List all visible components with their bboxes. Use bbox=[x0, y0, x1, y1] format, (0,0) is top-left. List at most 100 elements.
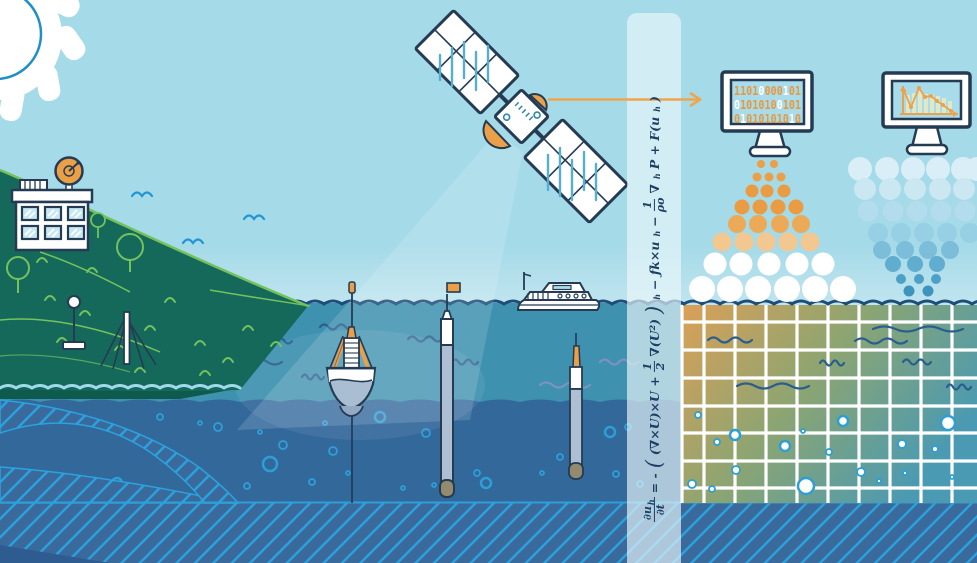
data-dot bbox=[760, 184, 774, 198]
data-dot bbox=[756, 232, 776, 252]
antenna-dish-icon bbox=[528, 93, 548, 112]
wave-squiggle bbox=[818, 359, 846, 367]
chart-point bbox=[941, 103, 945, 107]
bubble bbox=[825, 448, 833, 456]
data-dot bbox=[953, 178, 975, 200]
data-dot bbox=[734, 232, 754, 252]
data-dot bbox=[729, 252, 753, 276]
data-dot bbox=[885, 256, 901, 272]
wave-squiggle bbox=[853, 337, 909, 345]
bubble bbox=[876, 478, 882, 484]
bubble bbox=[556, 453, 564, 461]
wave-squiggle bbox=[735, 382, 811, 390]
antenna-dish-icon bbox=[482, 119, 512, 150]
bubble bbox=[796, 476, 816, 496]
data-dot bbox=[745, 184, 759, 198]
data-dot bbox=[717, 276, 743, 302]
data-dot bbox=[777, 184, 791, 198]
bubble bbox=[156, 413, 164, 421]
window bbox=[43, 205, 63, 222]
data-dot bbox=[749, 215, 767, 233]
data-dot bbox=[919, 241, 937, 259]
bush-icon bbox=[79, 310, 91, 316]
weather-mast bbox=[100, 311, 157, 370]
bubble bbox=[257, 429, 263, 435]
bubble bbox=[243, 482, 251, 490]
argo-float-deep bbox=[568, 333, 584, 480]
bubble bbox=[728, 428, 742, 442]
bubble bbox=[322, 420, 328, 426]
data-dot bbox=[771, 215, 789, 233]
data-dot bbox=[903, 285, 915, 297]
data-dot bbox=[879, 178, 901, 200]
data-dot bbox=[930, 200, 952, 222]
equation-bar bbox=[627, 13, 681, 563]
binary-row: 01010100101 bbox=[734, 97, 801, 112]
bush-icon bbox=[44, 295, 56, 301]
solar-panel bbox=[523, 118, 629, 224]
data-dot bbox=[728, 215, 746, 233]
bubble bbox=[836, 414, 850, 428]
sun-icon bbox=[0, 0, 86, 122]
bubble bbox=[278, 440, 288, 450]
wave-squiggle bbox=[706, 336, 754, 344]
data-dot bbox=[770, 160, 778, 168]
seafloor bbox=[0, 399, 977, 563]
chart-point bbox=[909, 105, 913, 109]
data-dot bbox=[802, 276, 828, 302]
chart-point bbox=[935, 99, 939, 103]
data-dot bbox=[907, 256, 923, 272]
bubble bbox=[800, 428, 806, 434]
shore-foam bbox=[0, 384, 242, 390]
wave-squiggle bbox=[871, 325, 965, 333]
bubble bbox=[479, 476, 493, 490]
bubble bbox=[308, 478, 316, 486]
data-dot bbox=[830, 276, 856, 302]
bush-icon bbox=[242, 325, 254, 331]
satellite-body bbox=[493, 88, 550, 145]
data-dot bbox=[954, 200, 976, 222]
bush-icon bbox=[194, 340, 206, 346]
data-dot bbox=[800, 232, 820, 252]
bush-icon bbox=[199, 370, 211, 376]
data-dot bbox=[854, 178, 876, 200]
bubble bbox=[400, 485, 406, 491]
bush-icon bbox=[164, 297, 176, 303]
chart-bar bbox=[918, 91, 922, 114]
data-stream-satellite bbox=[689, 160, 856, 302]
window bbox=[20, 224, 40, 241]
chart-point bbox=[923, 95, 927, 99]
observatory-building bbox=[10, 156, 94, 252]
data-dot bbox=[965, 157, 977, 181]
data-dot bbox=[757, 160, 765, 168]
bubble bbox=[431, 482, 437, 488]
birds bbox=[130, 191, 266, 245]
bubble bbox=[473, 469, 481, 477]
data-dot bbox=[689, 276, 715, 302]
data-dot bbox=[929, 256, 945, 272]
chart-bar bbox=[948, 101, 952, 114]
data-dot bbox=[896, 241, 914, 259]
roof-vent bbox=[19, 179, 48, 191]
chart-bar bbox=[930, 94, 934, 114]
chart-monitor bbox=[881, 71, 972, 156]
building-windows bbox=[20, 205, 86, 241]
chart-bar bbox=[906, 95, 910, 114]
data-dot bbox=[914, 274, 924, 284]
bubble bbox=[708, 485, 716, 493]
research-vessel bbox=[516, 272, 601, 311]
chart-point bbox=[917, 86, 921, 90]
data-transfer-arrow-icon bbox=[547, 92, 702, 107]
data-dot bbox=[792, 215, 810, 233]
data-dot bbox=[906, 200, 928, 222]
bush-icon bbox=[36, 257, 48, 263]
window bbox=[66, 205, 86, 222]
data-dot bbox=[776, 172, 786, 182]
data-dot bbox=[882, 200, 904, 222]
data-dot bbox=[960, 223, 977, 243]
panel-cell-lines bbox=[438, 40, 598, 202]
chart-bar bbox=[912, 93, 916, 114]
chart-point bbox=[902, 89, 906, 93]
bubble bbox=[373, 410, 387, 424]
solar-panel bbox=[414, 9, 520, 115]
